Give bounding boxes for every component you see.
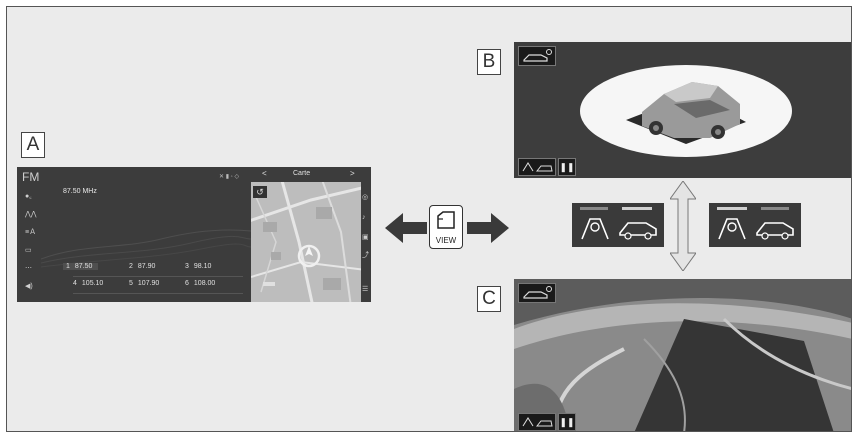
preset-frequency: 87.90 <box>138 263 156 270</box>
preset-5[interactable]: 5 107.90 <box>129 280 159 287</box>
list-icon[interactable]: ≡Ａ <box>25 229 37 237</box>
menu-icon[interactable]: ☰ <box>362 286 370 294</box>
preset-frequency: 105.10 <box>82 280 103 287</box>
map-header: < Carte > <box>251 167 371 182</box>
map-prev-button[interactable]: < <box>262 169 267 178</box>
preset-number: 5 <box>129 280 133 287</box>
source-icon[interactable]: ●꜀ <box>25 193 37 201</box>
view-button-label: VIEW <box>430 236 462 245</box>
frequency-display: 87.50 MHz <box>63 188 97 195</box>
presets-icon[interactable]: ⋀⋀ <box>25 211 37 219</box>
more-icon[interactable]: ⋯ <box>25 265 37 273</box>
screen-c-camera-view: ❚❚ <box>514 279 852 432</box>
screen-b-panoramic-view: ❚❚ <box>514 42 852 178</box>
map-view[interactable]: ↺ <box>251 182 361 302</box>
map-title: Carte <box>293 170 310 177</box>
surround-car-glyph <box>709 203 801 247</box>
settings-icon[interactable]: ▣ <box>362 234 370 242</box>
up-down-arrow-icon <box>670 181 696 271</box>
preset-divider <box>73 276 243 277</box>
view-switch-graphic: VIEW <box>385 201 509 255</box>
camera-gear-icon <box>519 284 555 302</box>
preset-number: 3 <box>185 263 189 270</box>
map-streets <box>251 182 361 302</box>
preset-divider <box>73 293 243 294</box>
label-a: A <box>21 132 45 158</box>
preset-6[interactable]: 6 108.00 <box>185 280 215 287</box>
preset-4[interactable]: 4 105.10 <box>73 280 103 287</box>
preset-frequency: 108.00 <box>194 280 215 287</box>
view-mode-icon[interactable] <box>518 413 556 431</box>
recenter-icon[interactable]: ↺ <box>253 186 267 198</box>
camera-settings-icon[interactable] <box>518 283 556 303</box>
view-mode-icon[interactable] <box>518 158 556 176</box>
volume-icon[interactable]: ◀) <box>25 283 37 291</box>
right-sidebar: ◎ ♪ ▣ ⤴ ☰ <box>361 182 371 302</box>
preset-frequency: 107.90 <box>138 280 159 287</box>
status-icons: ✕ ▮ ◦ ◇ <box>219 173 239 180</box>
pause-button[interactable]: ❚❚ <box>558 413 576 431</box>
preset-frequency: 98.10 <box>194 263 212 270</box>
route-icon[interactable]: ⤴ <box>362 252 370 260</box>
label-b: B <box>477 49 501 75</box>
driver-view-icon[interactable] <box>572 203 664 247</box>
preset-frequency: 87.50 <box>75 263 93 270</box>
view-mode-glyph <box>519 414 555 430</box>
illustration-frame: A FM 87.50 MHz ✕ ▮ ◦ ◇ ●꜀ ⋀⋀ ≡Ａ ▭ ⋯ ◀) <box>6 6 852 432</box>
audio-wave-graphic <box>41 199 251 269</box>
surround-view-icon[interactable] <box>709 203 801 247</box>
preset-number: 6 <box>185 280 189 287</box>
driver-car-glyph <box>572 203 664 247</box>
compass-icon[interactable]: ◎ <box>362 194 370 202</box>
preset-number: 2 <box>129 263 133 270</box>
map-panel: < Carte > <box>251 167 371 302</box>
view-mode-glyph <box>519 159 555 175</box>
preset-number: 1 <box>66 263 70 270</box>
map-next-button[interactable]: > <box>350 169 355 178</box>
view-button[interactable]: VIEW <box>429 205 463 249</box>
band-label: FM <box>22 170 39 184</box>
keyboard-icon[interactable]: ▭ <box>25 247 37 255</box>
pause-button[interactable]: ❚❚ <box>558 158 576 176</box>
label-c: C <box>477 286 501 312</box>
camera-scene <box>514 279 852 432</box>
camera-view-icon <box>430 208 461 236</box>
preset-number: 4 <box>73 280 77 287</box>
music-icon[interactable]: ♪ <box>362 214 370 222</box>
